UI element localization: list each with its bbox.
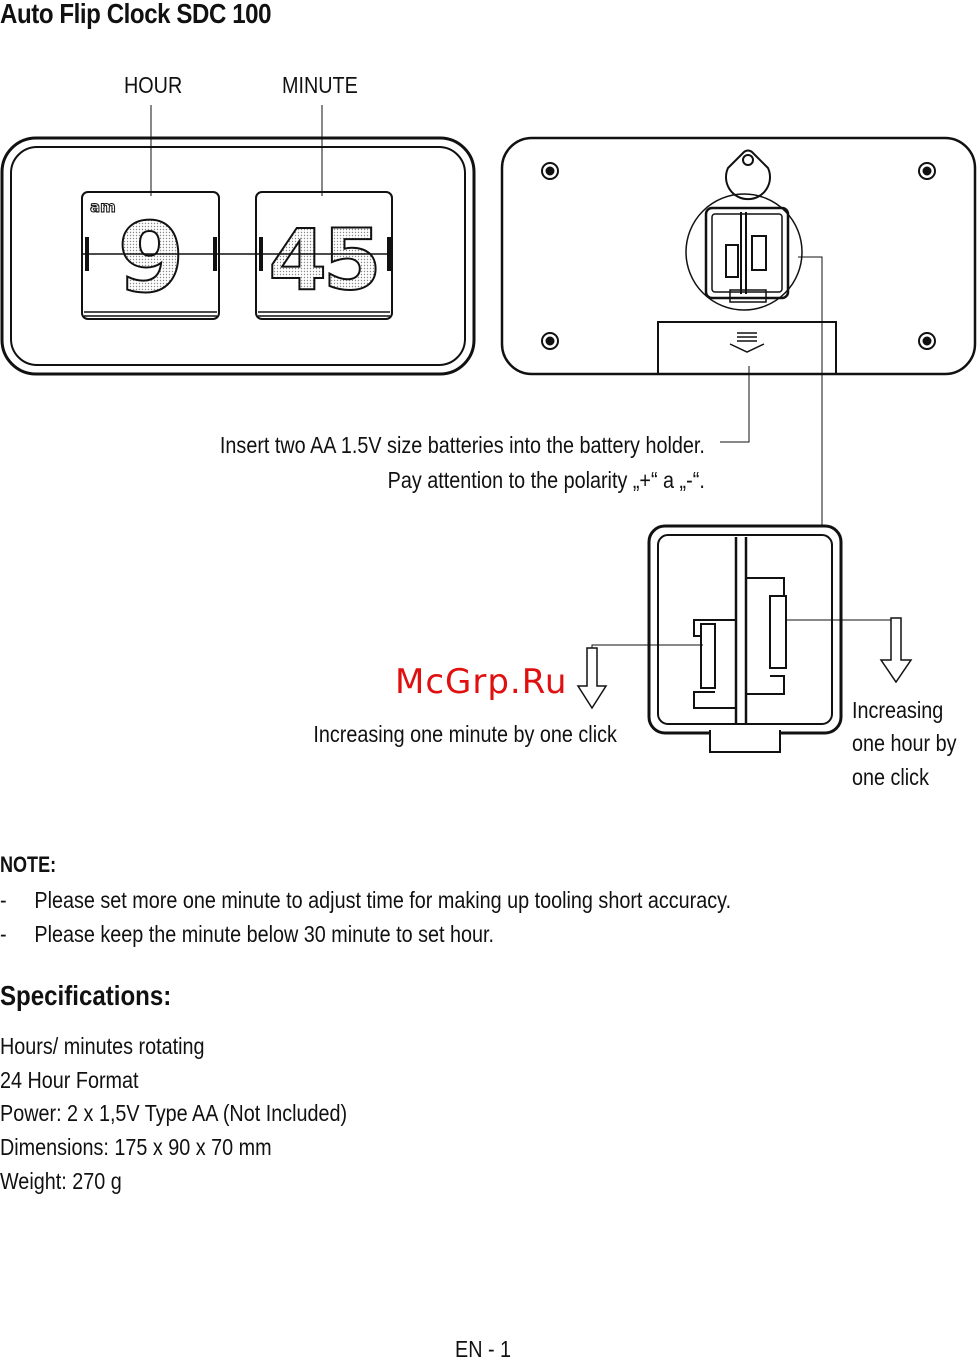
clock-front bbox=[0, 136, 476, 376]
minute-label: MINUTE bbox=[282, 72, 358, 98]
spec-item: Dimensions: 175 x 90 x 70 mm bbox=[0, 1134, 272, 1161]
arrow-down-icon bbox=[879, 617, 913, 684]
hour-button-label-line1: Increasing bbox=[852, 697, 944, 723]
spec-item: Power: 2 x 1,5V Type AA (Not Included) bbox=[0, 1100, 348, 1127]
specifications-heading: Specifications: bbox=[0, 980, 172, 1011]
page-number: EN - 1 bbox=[455, 1336, 512, 1362]
note-item: - Please keep the minute below 30 minute … bbox=[0, 921, 494, 948]
note-text: Please set more one minute to adjust tim… bbox=[34, 887, 732, 913]
note-bullet: - bbox=[0, 887, 7, 913]
watermark: McGrp.Ru bbox=[395, 662, 568, 702]
arrow-down-icon bbox=[729, 332, 765, 353]
screw-icon bbox=[541, 162, 936, 350]
note-text: Please keep the minute below 30 minute t… bbox=[34, 921, 495, 947]
clock-back bbox=[500, 136, 977, 376]
note-bullet: - bbox=[0, 921, 7, 947]
spec-item: 24 Hour Format bbox=[0, 1066, 139, 1093]
note-heading: NOTE: bbox=[0, 852, 57, 877]
note-item: - Please set more one minute to adjust ti… bbox=[0, 887, 731, 914]
document-title: Auto Flip Clock SDC 100 bbox=[0, 0, 272, 29]
hour-button-label-line2: one hour by bbox=[852, 730, 957, 756]
minute-button-label: Increasing one minute by one click bbox=[313, 721, 617, 747]
hour-label: HOUR bbox=[124, 72, 183, 98]
clock-diagram: am 9 45 bbox=[0, 105, 977, 753]
hour-digit: 9 bbox=[118, 202, 185, 314]
battery-instruction-line2: Pay attention to the polarity „+“ a „-“. bbox=[387, 467, 705, 493]
specifications-list: Hours/ minutes rotating 24 Hour Format P… bbox=[0, 1030, 347, 1199]
arrow-down-icon bbox=[576, 647, 608, 710]
minute-digits: 45 bbox=[269, 211, 378, 309]
battery-instruction-line1: Insert two AA 1.5V size batteries into t… bbox=[220, 432, 705, 458]
hanging-hole-icon bbox=[725, 149, 771, 201]
ampm-indicator: am bbox=[90, 198, 116, 216]
minute-button[interactable] bbox=[700, 623, 716, 689]
knob-detail bbox=[647, 524, 843, 753]
spec-item: Hours/ minutes rotating bbox=[0, 1033, 205, 1059]
battery-compartment bbox=[657, 321, 837, 374]
spec-item: Weight: 270 g bbox=[0, 1167, 122, 1194]
hour-button[interactable] bbox=[769, 595, 787, 669]
hour-button-label-line3: one click bbox=[852, 764, 929, 790]
